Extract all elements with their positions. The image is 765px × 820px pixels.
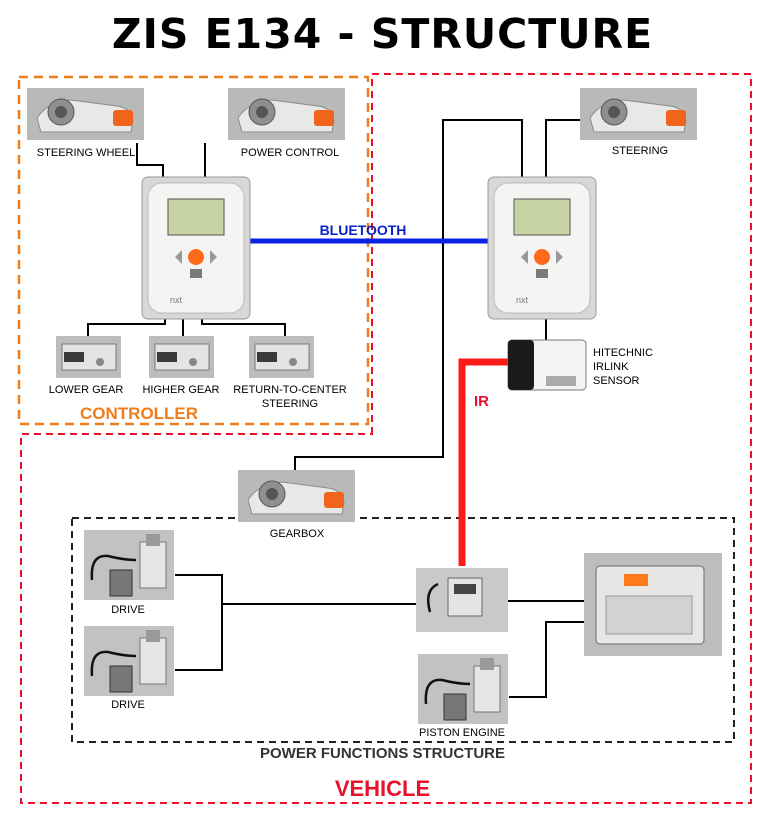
label-return-to-center-1: RETURN-TO-CENTER [233,384,347,396]
label-higher-gear: HIGHER GEAR [142,384,220,396]
vehicle-group-border [20,73,752,804]
pf-ir-receiver-icon [416,568,508,632]
touch-sensor-icon [248,335,315,379]
touch-sensor-icon [55,335,122,379]
power-functions-group-label: POWER FUNCTIONS STRUCTURE [260,745,505,762]
label-gearbox: GEARBOX [269,528,325,540]
vehicle-group-label: VEHICLE [334,776,431,801]
label-steering: STEERING [611,145,669,157]
bluetooth-label: BLUETOOTH [320,222,407,238]
pf-motor-icon [416,652,510,726]
controller-wires [87,143,286,336]
label-drive-1: DRIVE [111,604,145,616]
controller-group-label: CONTROLLER [80,404,199,423]
power-functions-group-border [71,517,735,743]
ir-link [458,358,510,566]
nxt-brick-icon [141,176,251,320]
nxt-motor-icon [237,469,356,523]
label-lower-gear: LOWER GEAR [48,384,124,396]
ir-label: IR [474,393,489,410]
touch-sensor-icon [148,335,215,379]
nxt-motor-icon [26,87,145,141]
label-steering-wheel: STEERING WHEEL [36,147,136,159]
controller-group-border [17,75,370,426]
label-power-control: POWER CONTROL [240,147,340,159]
pf-motor-icon [82,528,176,602]
label-irlink-2: IRLINK [593,361,629,373]
nxt-motor-icon [579,87,698,141]
nxt-brick-icon [487,176,597,320]
nxt-motor-icon [227,87,346,141]
label-piston-engine: PISTON ENGINE [419,727,505,739]
pf-motor-icon [82,624,176,698]
page-title: ZIS E134 - STRUCTURE [111,10,654,58]
label-irlink-3: SENSOR [593,375,640,387]
irlink-sensor-icon [507,339,587,391]
vehicle-wires [175,119,584,698]
pf-battery-box-icon [584,553,722,656]
label-return-to-center-2: STEERING [261,398,319,410]
label-drive-2: DRIVE [111,699,145,711]
label-irlink-1: HITECHNIC [593,347,653,359]
